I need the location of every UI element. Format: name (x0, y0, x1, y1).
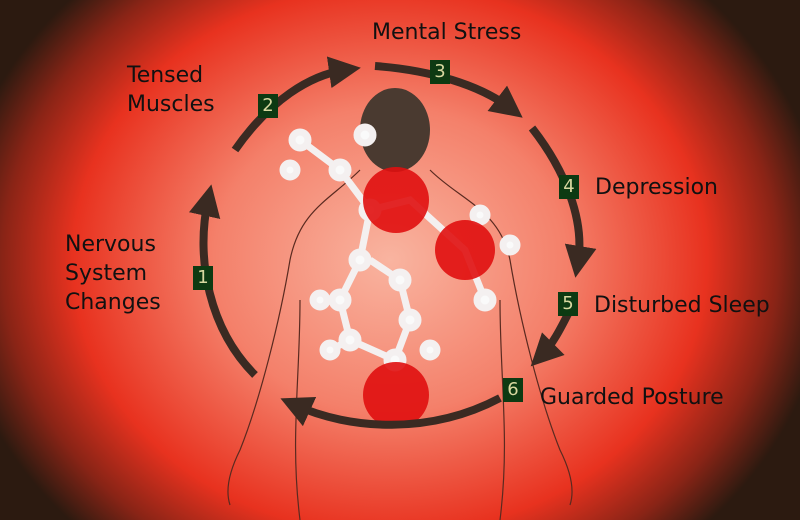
step-badge-4: 4 (559, 175, 579, 199)
step-label-guarded-posture: Guarded Posture (540, 385, 724, 410)
cycle-arrows (188, 56, 597, 429)
step-badge-6: 6 (503, 378, 523, 402)
step-badge-5: 5 (558, 292, 578, 316)
hotspot-lower-back (363, 362, 429, 428)
arrow-6-to-1 (280, 394, 502, 429)
step-label-depression: Depression (595, 175, 718, 200)
step-badge-2: 2 (258, 94, 278, 118)
step-label-nervous-system-changes: Nervous System Changes (65, 232, 161, 315)
step-badge-3: 3 (430, 60, 450, 84)
step-label-tensed-muscles: Tensed Muscles (127, 63, 215, 117)
hotspot-shoulder (435, 220, 495, 280)
arrow-5-to-6 (530, 308, 574, 367)
arrow-2-to-3 (231, 56, 361, 153)
step-badge-1: 1 (193, 266, 213, 290)
step-label-mental-stress: Mental Stress (372, 20, 522, 45)
arrow-3-to-4 (374, 62, 523, 118)
hotspot-neck (363, 167, 429, 233)
arrow-1-to-2 (188, 184, 258, 378)
step-label-disturbed-sleep: Disturbed Sleep (594, 293, 770, 318)
molecule-model (279, 123, 521, 372)
head (360, 88, 430, 172)
